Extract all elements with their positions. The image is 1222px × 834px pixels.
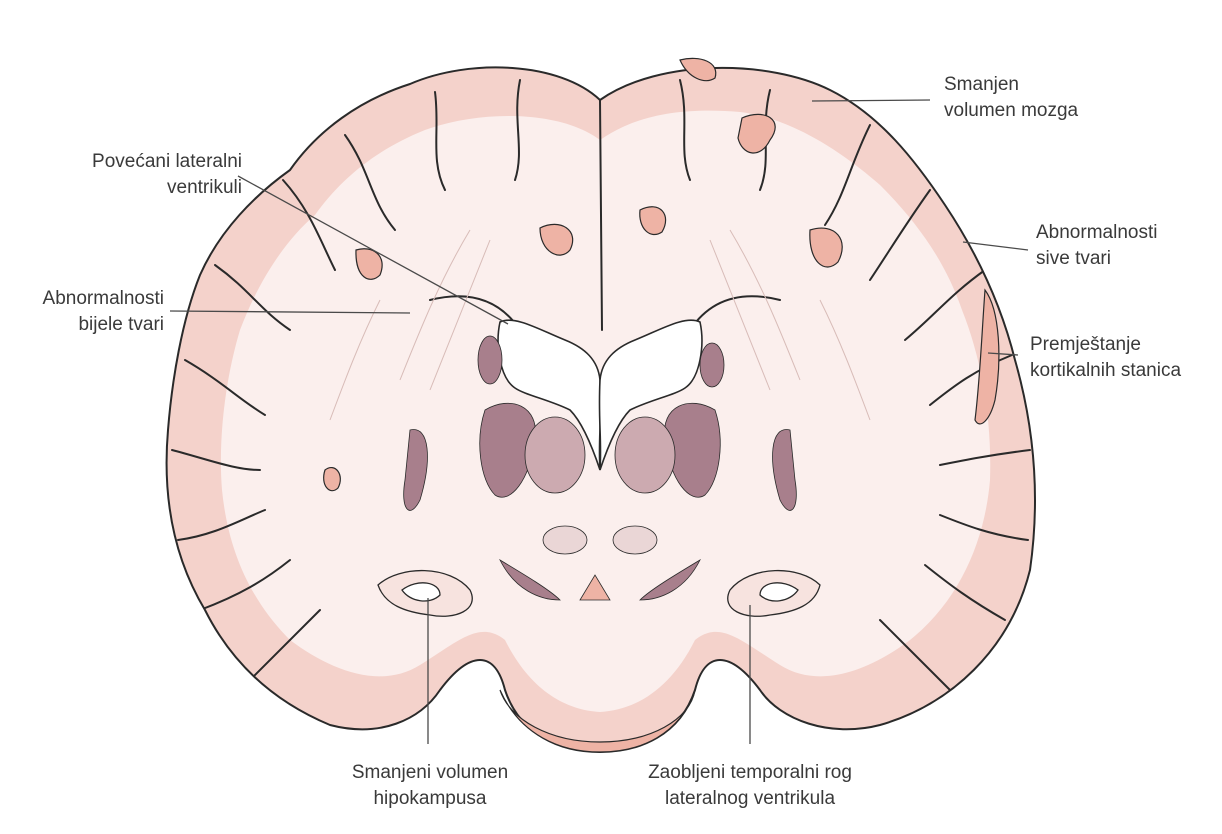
label-cortical-cell-displacement: Premještanje kortikalnih stanica [1030,332,1181,384]
label-white-matter-abnormalities: Abnormalnosti bijele tvari [12,286,164,338]
label-enlarged-lateral-ventricles: Povećani lateralni ventrikuli [50,149,242,201]
label-grey-matter-abnormalities: Abnormalnosti sive tvari [1036,220,1157,272]
label-rounded-temporal-horn: Zaobljeni temporalni rog lateralnog vent… [600,760,900,812]
label-reduced-hippocampal-volume: Smanjeni volumen hipokampusa [320,760,540,812]
label-reduced-brain-volume: Smanjen volumen mozga [944,72,1078,124]
